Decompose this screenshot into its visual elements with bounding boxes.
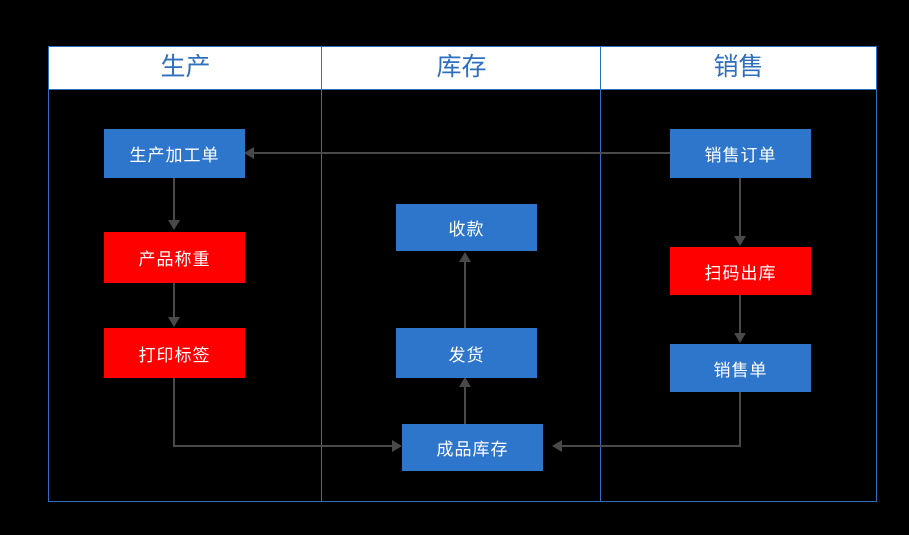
node-production-order-label: 生产加工单: [129, 146, 220, 165]
node-sales-order-label: 销售订单: [704, 146, 777, 165]
node-scan-outbound-label: 扫码出库: [704, 263, 777, 283]
edge-finished-goods-to-shipment-arrowhead: [459, 377, 471, 387]
lane-header-sales: 销售: [713, 54, 764, 81]
edge-print-label-to-finished-goods-segment-v: [173, 378, 175, 447]
node-product-weighing[interactable]: 产品称重: [104, 232, 245, 283]
node-finished-goods[interactable]: 成品库存: [402, 424, 543, 471]
edge-shipment-to-payment-arrowhead: [459, 252, 471, 262]
edge-receipt-to-finished-goods-segment-h: [562, 445, 741, 447]
node-sales-receipt[interactable]: 销售单: [670, 344, 811, 392]
edge-production-order-to-weighing-arrowhead: [168, 220, 180, 230]
lane-divider-1: [321, 47, 322, 501]
swimlane-frame: 生产 库存 销售: [48, 46, 877, 502]
edge-sales-order-to-scan-outbound-line: [739, 178, 741, 238]
node-finished-goods-label: 成品库存: [436, 440, 509, 459]
lane-header-production: 生产: [160, 54, 211, 81]
edge-shipment-to-payment-line: [464, 260, 466, 328]
lane-divider-2: [600, 47, 601, 501]
node-payment-collection[interactable]: 收款: [396, 204, 537, 251]
node-sales-order[interactable]: 销售订单: [670, 129, 811, 178]
node-print-label[interactable]: 打印标签: [104, 328, 245, 378]
edge-finished-goods-to-shipment-line: [464, 385, 466, 424]
edge-sales-order-to-production-order-line: [252, 152, 670, 154]
node-shipment[interactable]: 发货: [396, 328, 537, 378]
node-print-label-label: 打印标签: [138, 345, 211, 365]
node-scan-outbound[interactable]: 扫码出库: [670, 247, 811, 295]
edge-print-label-to-finished-goods-segment-h: [173, 445, 394, 447]
node-product-weighing-label: 产品称重: [138, 250, 211, 269]
edge-scan-outbound-to-receipt-line: [739, 295, 741, 335]
edge-print-label-to-finished-goods-arrowhead: [392, 440, 402, 452]
edge-receipt-to-finished-goods-arrowhead: [552, 440, 562, 452]
edge-sales-order-to-production-order-arrowhead: [244, 147, 254, 159]
lane-header-inventory: 库存: [436, 54, 487, 81]
edge-production-order-to-weighing-line: [173, 178, 175, 222]
node-sales-receipt-label: 销售单: [713, 360, 768, 380]
edge-weighing-to-print-label-line: [173, 283, 175, 319]
swimlane-header-row: 生产 库存 销售: [49, 47, 876, 90]
edge-receipt-to-finished-goods-segment-v: [739, 392, 741, 447]
node-production-order[interactable]: 生产加工单: [104, 129, 245, 178]
edge-scan-outbound-to-receipt-arrowhead: [734, 333, 746, 343]
edge-weighing-to-print-label-arrowhead: [168, 317, 180, 327]
node-payment-collection-label: 收款: [448, 220, 485, 239]
node-shipment-label: 发货: [448, 345, 485, 365]
edge-sales-order-to-scan-outbound-arrowhead: [734, 236, 746, 246]
